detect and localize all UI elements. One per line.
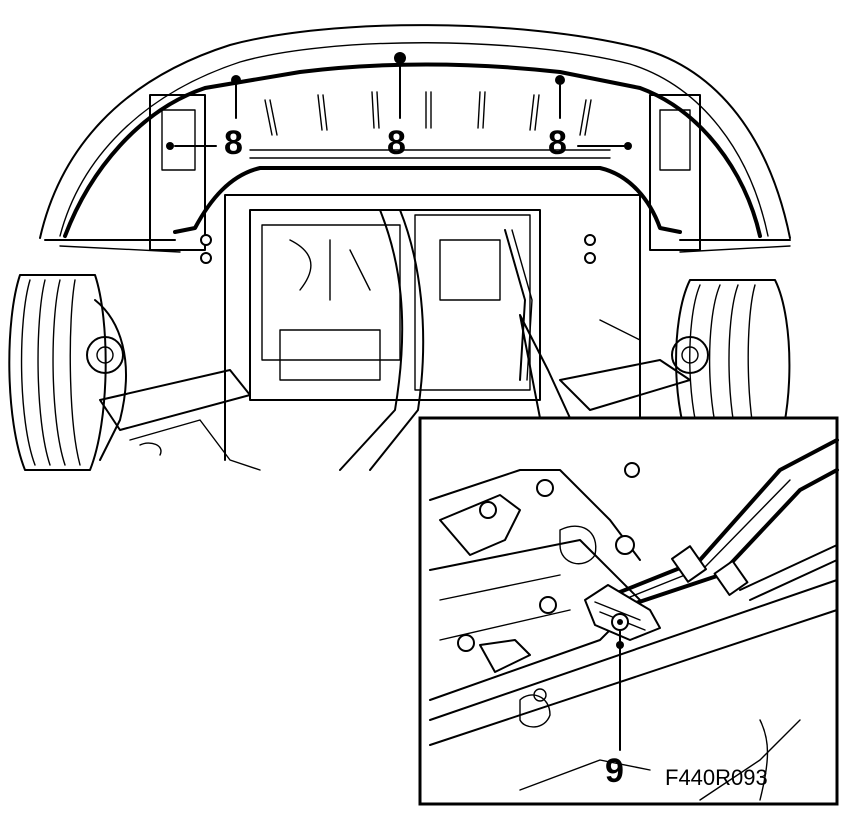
- detail-connector: [584, 584, 661, 641]
- bumper-outer-contour: [39, 24, 791, 239]
- bumper-cover-edge: [63, 62, 762, 238]
- callout-leaders-8: [174, 63, 625, 147]
- bumper-ribs: [249, 91, 611, 159]
- detail-lines: [598, 438, 839, 612]
- callout-9: 9: [605, 752, 624, 790]
- callout-8-left: 8: [224, 124, 243, 162]
- figure-id: F440R093: [665, 765, 768, 790]
- detail-pointer: [519, 314, 571, 419]
- left-wheel: [8, 274, 127, 471]
- callout-8-center: 8: [387, 124, 406, 162]
- bumper-fastener-holes: [166, 52, 632, 264]
- callout-8-right: 8: [548, 124, 567, 162]
- detail-inset: 9 F440R093: [418, 416, 839, 806]
- vehicle-underside-view: 8 8 8: [8, 24, 791, 471]
